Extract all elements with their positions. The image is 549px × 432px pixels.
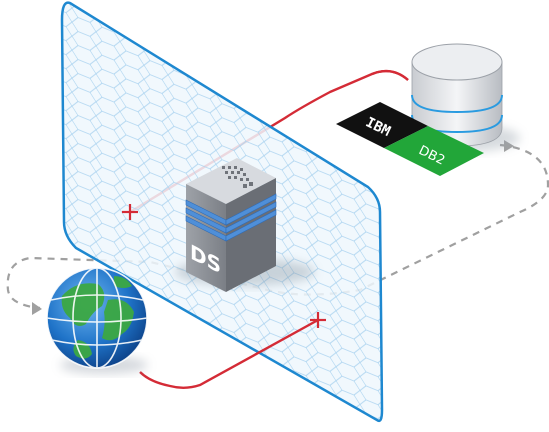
db2-label-badge: IBM DB2 [336, 102, 484, 176]
globe-icon [46, 267, 148, 374]
dashed-arrow-left [32, 302, 42, 315]
red-cross-marker-upper [122, 204, 138, 220]
red-cross-marker-lower [310, 312, 326, 328]
red-connection-upper-front [371, 69, 409, 81]
red-connection-lower [139, 318, 319, 389]
ds-server: DS [175, 158, 315, 292]
